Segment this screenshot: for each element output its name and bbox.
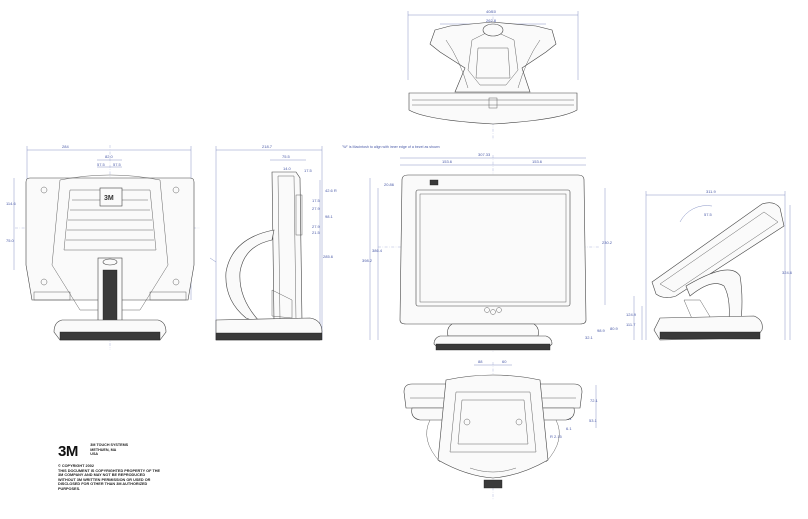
side-dim-17b: 17.5 bbox=[312, 198, 321, 203]
company-logo: 3M bbox=[58, 443, 78, 460]
rear-dim-width: 284 bbox=[62, 144, 69, 149]
rear-dim-half-left: 57.5 bbox=[97, 162, 106, 167]
angled-dim-111: 111.7 bbox=[626, 322, 636, 327]
front-dim-offset: 20.86 bbox=[384, 182, 395, 187]
bottom-dim-88: 88 bbox=[478, 359, 483, 364]
bottom-dim-60: 60 bbox=[502, 359, 507, 364]
rear-dim-height-upper: 114.6 bbox=[6, 201, 16, 206]
angled-dim-angle: 57.5 bbox=[704, 212, 713, 217]
front-note: "W" is Macintosh to align with inner edg… bbox=[342, 145, 440, 149]
angled-dim-height: 324.6 bbox=[782, 270, 793, 275]
front-dim-32: 32.1 bbox=[585, 335, 594, 340]
rear-logo-mark: 3M bbox=[104, 195, 114, 202]
rear-dim-half-right: 57.5 bbox=[113, 162, 122, 167]
bottom-view: 88 60 72.1 6.1 53.1 6.1 R 2.15 bbox=[403, 359, 599, 500]
company-address: 3M TOUCH SYSTEMS METHUEN, MA USA bbox=[90, 443, 128, 457]
front-view: "W" is Macintosh to align with inner edg… bbox=[342, 145, 619, 352]
side-dim-75: 75.5 bbox=[282, 154, 291, 159]
bottom-dim-radius: R 2.15 bbox=[550, 434, 563, 439]
angled-dim-depth: 311.9 bbox=[706, 189, 716, 194]
front-dim-screen-height: 230.2 bbox=[602, 240, 613, 245]
front-dim-overall-height: 398.2 bbox=[362, 258, 373, 263]
company-line: 3M TOUCH SYSTEMS bbox=[90, 443, 129, 447]
rear-dim-vesa: 82.0 bbox=[105, 154, 114, 159]
side-dim-27b: 27.9 bbox=[312, 224, 321, 229]
side-dim-height: 285.6 bbox=[323, 254, 334, 259]
copyright-line: 3M COMPANY AND MAY NOT BE REPRODUCED bbox=[58, 473, 146, 478]
copyright-line: WITHOUT 3M WRITTEN PERMISSION OR USED OR bbox=[58, 477, 151, 482]
side-dim-98: 98.1 bbox=[325, 214, 334, 219]
side-view: 218.7 75.5 14.0 7.75 17.5 42.6 R 17.5 27… bbox=[209, 144, 337, 341]
front-dim-width: 307.33 bbox=[478, 152, 491, 157]
copyright-notice: © COPYRIGHT 2002 THIS DOCUMENT IS COPYRI… bbox=[58, 464, 188, 492]
side-dim-14: 14.0 bbox=[283, 166, 292, 171]
side-dim-27a: 27.9 bbox=[312, 206, 321, 211]
rear-view: 284 82.0 57.5 57.5 114.6 75.0 3M bbox=[6, 144, 200, 350]
front-dim-80: 80.9 bbox=[610, 326, 619, 331]
front-dim-98: 98.9 bbox=[597, 328, 606, 333]
top-dim-base-width: 262.8 bbox=[486, 18, 497, 23]
top-view: 408.0 262.8 bbox=[407, 9, 579, 140]
side-dim-17a: 17.5 bbox=[304, 168, 313, 173]
front-dim-half-left: 153.6 bbox=[442, 159, 453, 164]
angled-dim-124: 124.9 bbox=[626, 312, 637, 317]
bottom-dim-72: 72.1 bbox=[590, 398, 599, 403]
bottom-dim-53: 53.1 bbox=[589, 418, 598, 423]
copyright-line: THIS DOCUMENT IS COPYRIGHTED PROPERTY OF… bbox=[58, 468, 161, 473]
top-dim-overall-width: 408.0 bbox=[486, 9, 497, 14]
angled-side-view: 311.9 57.5 124.9 111.7 324.6 bbox=[626, 189, 793, 341]
company-line: USA bbox=[90, 452, 99, 456]
copyright-line: PURPOSES. bbox=[58, 486, 81, 491]
side-dim-21: 21.5 bbox=[312, 230, 321, 235]
copyright-line: DISCLOSED FOR OTHER THAN 3M AUTHORIZED bbox=[58, 482, 148, 487]
front-dim-display-height: 386.4 bbox=[372, 248, 383, 253]
bottom-dim-6b: 6.1 bbox=[566, 426, 572, 431]
side-dim-42: 42.6 R bbox=[325, 188, 337, 193]
title-block: 3M 3M TOUCH SYSTEMS METHUEN, MA USA © CO… bbox=[58, 443, 188, 492]
rear-dim-height-lower: 75.0 bbox=[6, 238, 15, 243]
front-dim-half-right: 153.6 bbox=[532, 159, 543, 164]
company-line: METHUEN, MA bbox=[90, 447, 117, 452]
side-dim-depth: 218.7 bbox=[262, 144, 273, 149]
copyright-line: © COPYRIGHT 2002 bbox=[58, 464, 94, 468]
